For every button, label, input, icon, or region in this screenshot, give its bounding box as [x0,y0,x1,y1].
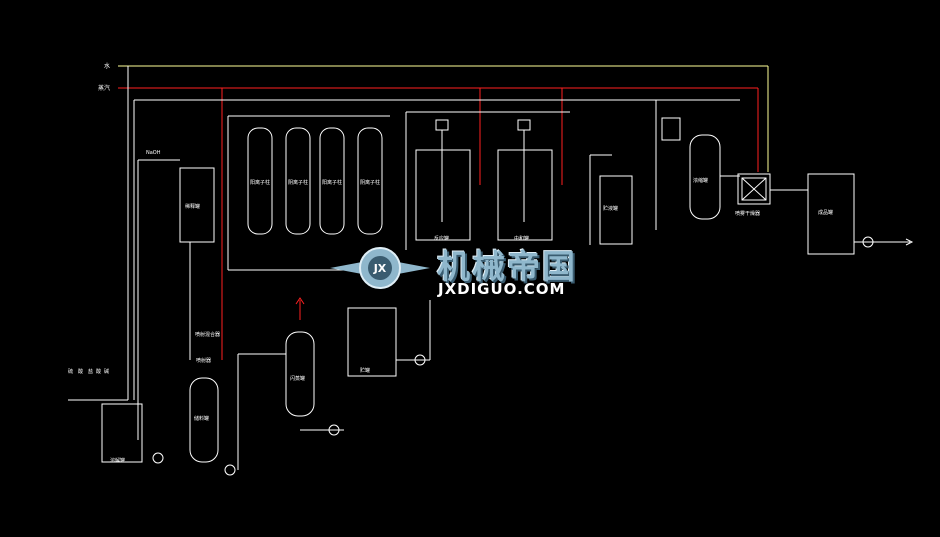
left-box [179,167,215,243]
vessel-4-label: 阴离子柱 [360,179,380,186]
feed-label-4: 酸 [96,368,101,375]
dryer-label: 喷雾干燥器 [735,210,760,217]
product-arrow [905,238,914,246]
product-tank-label: 成品罐 [818,209,833,216]
feed-label-2: 酸 [78,368,83,375]
mid-tank [599,175,633,245]
left-vessel-label: 喷射器 [196,357,211,364]
concentrator-label: 浓缩罐 [693,177,708,184]
vent-arrow [295,297,305,320]
concentrator [689,134,721,220]
watermark-badge: JX [330,247,430,289]
input-water-label: 水 [104,62,110,70]
column-3 [319,127,345,235]
bottom-vessel-1-label: 储料罐 [194,415,209,422]
reactor-1 [415,149,471,241]
reactor-2-motor [517,119,531,131]
reactor-2-label: 中和罐 [514,235,529,242]
watermark-en: JXDIGUO.COM [438,280,566,298]
bottom-vessel-2-label: 闪蒸罐 [290,375,305,382]
dryer-cross-2 [741,177,767,201]
bottom-left-pump [152,452,164,464]
vessel-3-label: 阳离子柱 [322,179,342,186]
feed-label-3: 盐 [88,368,93,375]
feed-label-1: 硫 [68,368,73,375]
dryer-body [737,173,771,205]
mid-tank-label: 贮液罐 [603,205,618,212]
product-tank [807,173,855,255]
feed-label-5: 碱 [104,368,109,375]
middle-tank-label: 贮罐 [360,367,370,374]
column-1 [247,127,273,235]
middle-pump [414,354,426,366]
watermark-cn: 机械帝国 [437,247,577,286]
middle-bottom-tank [347,307,397,377]
dissolve-tank-label: 溶解罐 [110,457,125,464]
column-4 [357,127,383,235]
bottom-left-tank [101,403,143,463]
bottom-pump-1 [224,464,236,476]
dryer-inner [741,177,767,201]
condenser [661,117,681,141]
watermark-badge-text: JX [373,262,387,275]
vessel-2-label: 阴离子柱 [288,179,308,186]
column-2 [285,127,311,235]
left-box-label: 稀释罐 [185,203,200,210]
small-label: NaOH [146,150,161,156]
input-steam-label: 蒸汽 [98,84,110,92]
reactor-2 [497,149,553,241]
vessel-1-label: 阳离子柱 [250,179,270,186]
left-pipe-label: 喷射混合器 [195,331,220,338]
reactor-1-label: 反应罐 [434,235,449,242]
bottom-vessel-1 [189,377,219,463]
bottom-vessel-2 [285,331,315,417]
product-pump [862,236,874,248]
reactor-1-motor [435,119,449,131]
